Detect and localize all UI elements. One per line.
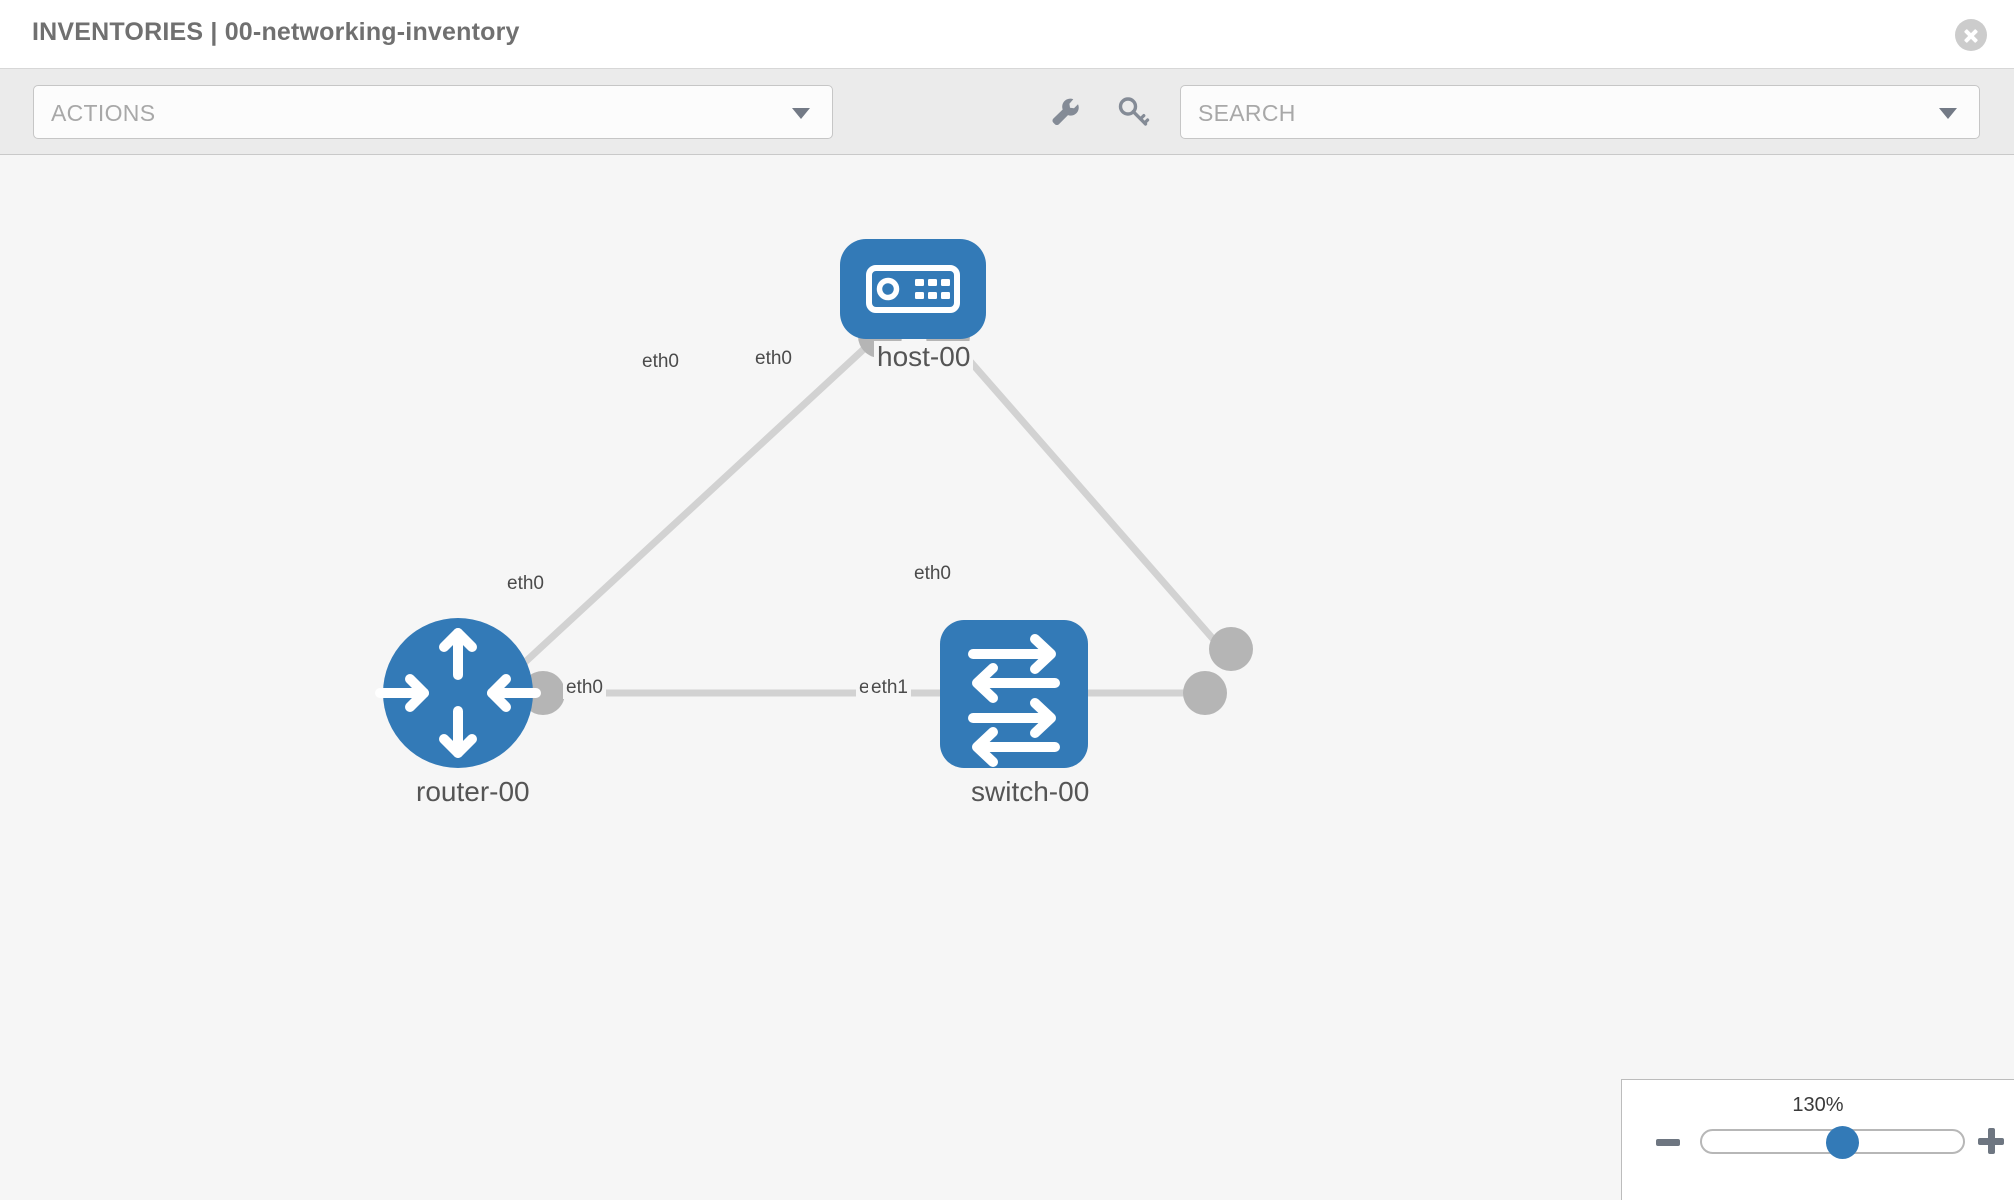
iface-label-switch-eth0-up: eth0: [911, 563, 954, 585]
topology-canvas[interactable]: host-00 router-00 switch-00 eth0 eth0 et…: [0, 156, 2014, 1200]
iface-label-router-eth0-right: eth0: [563, 677, 606, 699]
link-host-router[interactable]: [506, 332, 882, 680]
search-placeholder: SEARCH: [1198, 100, 1296, 126]
iface-label-host-eth0-left: eth0: [639, 351, 682, 373]
link-host-switch[interactable]: [944, 332, 1232, 660]
node-host-00[interactable]: [840, 239, 986, 339]
node-router-00[interactable]: [375, 618, 541, 768]
zoom-control-panel: 130%: [1621, 1079, 2014, 1200]
title-bar: INVENTORIES | 00-networking-inventory: [0, 0, 2014, 69]
key-icon[interactable]: [1116, 95, 1150, 129]
node-switch-00[interactable]: [940, 620, 1088, 768]
iface-label-router-eth0-up: eth0: [504, 573, 547, 595]
actions-dropdown[interactable]: ACTIONS: [33, 85, 833, 139]
iface-handle-switch-eth0[interactable]: [1209, 627, 1253, 671]
search-input[interactable]: SEARCH: [1180, 85, 1980, 139]
page-title: INVENTORIES | 00-networking-inventory: [32, 18, 520, 46]
iface-handle-switch-eth1[interactable]: [1183, 671, 1227, 715]
zoom-slider[interactable]: [1700, 1126, 1965, 1159]
actions-dropdown-label: ACTIONS: [51, 100, 156, 126]
close-icon[interactable]: [1955, 19, 1987, 51]
topology-graph: [375, 239, 1253, 768]
iface-label-switch-eth1-front: eth1: [868, 677, 911, 699]
iface-label-host-eth0-right: eth0: [752, 348, 795, 370]
topology-links: [506, 332, 1232, 697]
wrench-icon[interactable]: [1048, 95, 1082, 129]
zoom-slider-thumb[interactable]: [1826, 1126, 1859, 1159]
toolbar: ACTIONS SEARCH: [0, 69, 2014, 155]
node-label-host-00: host-00: [874, 341, 974, 373]
node-label-router-00: router-00: [413, 776, 533, 808]
zoom-level-value: 130%: [1792, 1094, 1844, 1116]
chevron-down-icon[interactable]: [1939, 108, 1957, 119]
interface-handles: [521, 314, 1253, 715]
node-label-switch-00: switch-00: [968, 776, 1093, 808]
minus-icon[interactable]: [1656, 1139, 1680, 1146]
chevron-down-icon: [792, 108, 810, 119]
plus-icon[interactable]: [1978, 1128, 2004, 1154]
